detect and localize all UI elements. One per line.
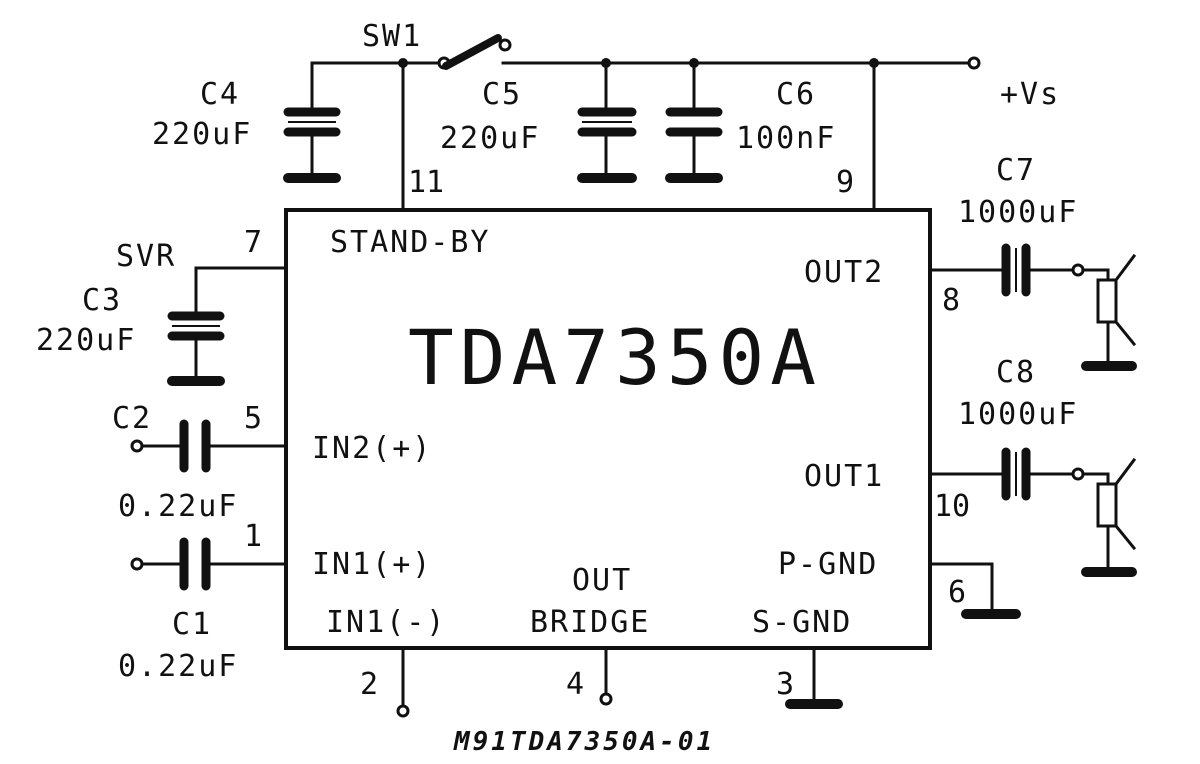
pin-9: 9 [836,165,854,200]
c7-name: C7 [996,153,1036,188]
sw1-label: SW1 [362,19,422,54]
c2-value: 0.22uF [118,489,238,524]
c1-name: C1 [172,607,212,642]
c3-value: 220uF [36,323,136,358]
pin-5: 5 [244,401,262,436]
label-in1n: IN1(-) [326,605,446,640]
c5-value: 220uF [440,121,540,156]
svr-label: SVR [116,239,176,274]
c3-name: C3 [82,283,122,318]
c7-value: 1000uF [958,195,1078,230]
c1-value: 0.22uF [118,649,238,684]
c6-name: C6 [776,77,816,112]
label-out-bridge-2: BRIDGE [530,605,650,640]
supply-rail [310,56,981,212]
label-in2: IN2(+) [312,431,432,466]
label-in1p: IN1(+) [312,547,432,582]
label-sgnd: S-GND [752,605,852,640]
pin-4: 4 [566,667,584,702]
ic-name: TDA7350A [408,313,822,402]
label-out-bridge-1: OUT [572,563,632,598]
c8-capacitor [928,447,1085,501]
c8-name: C8 [996,355,1036,390]
vs-label: +Vs [1000,77,1060,112]
vs-terminal [967,56,981,70]
c7-capacitor [928,243,1085,297]
pin-1: 1 [244,519,262,554]
c6-capacitor [665,107,723,183]
c5-name: C5 [482,77,522,112]
c6-value: 100nF [736,121,836,156]
pin-11: 11 [408,165,444,200]
c2-capacitor [130,419,288,473]
pin-7: 7 [244,225,262,260]
speaker-1 [1081,457,1137,577]
c4-value: 220uF [152,117,252,152]
c1-capacitor [130,537,288,591]
ic-body [284,208,932,650]
c3-capacitor [167,266,288,386]
label-standby: STAND-BY [330,225,491,260]
label-pgnd: P-GND [778,547,878,582]
c8-value: 1000uF [958,397,1078,432]
pin-8: 8 [942,283,960,318]
c4-capacitor [283,107,341,183]
sw1-switch [437,34,512,70]
pin-10: 10 [934,489,970,524]
pgnd-ground [928,562,1021,619]
c2-name: C2 [112,401,152,436]
pin-3: 3 [776,667,794,702]
pin-6: 6 [948,575,966,610]
pin-2: 2 [360,667,378,702]
c5-capacitor [577,107,637,183]
speaker-2 [1081,253,1137,371]
label-out2: OUT2 [804,255,884,290]
c4-name: C4 [200,77,240,112]
footer-code: M91TDA7350A-01 [453,727,715,757]
label-out1: OUT1 [804,459,884,494]
bottom-pins [396,646,843,718]
